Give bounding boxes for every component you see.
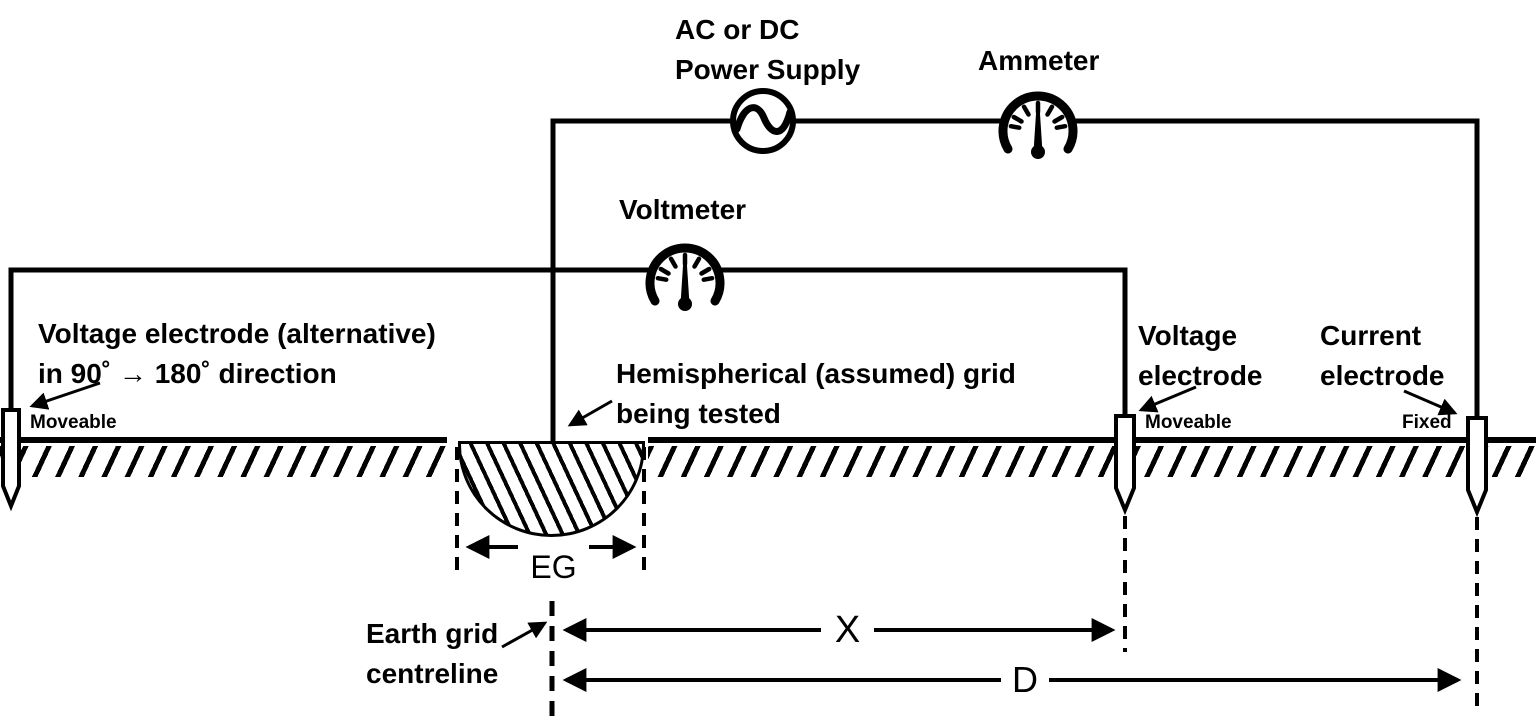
voltage-electrode-rod (1114, 414, 1136, 516)
ground-surface-line (0, 437, 1536, 443)
voltage-electrode-moveable-tag: Moveable (1145, 412, 1232, 433)
alt-electrode-pointer-arrow (29, 381, 101, 410)
x-dimension-label: X (821, 601, 874, 659)
voltage-electrode-label: Voltage electrode (1138, 320, 1263, 391)
current-electrode-fixed-tag: Fixed (1402, 412, 1452, 433)
ammeter-label: Ammeter (978, 45, 1100, 76)
voltage-electrode-pointer-arrow (1138, 385, 1197, 413)
voltmeter-label: Voltmeter (619, 194, 747, 225)
ac-source-icon (730, 88, 796, 154)
alt-electrode-moveable-tag: Moveable (30, 412, 117, 433)
power-supply-label: AC or DC Power Supply (675, 14, 861, 85)
earth-grid-centreline-label: Earth grid centreline (366, 618, 499, 689)
current-electrode-pointer-arrow (1403, 389, 1458, 416)
alt-voltage-electrode-label: Voltage electrode (alternative) in 90˚ →… (38, 318, 436, 389)
current-electrode-label: Current electrode (1320, 320, 1445, 391)
hemispherical-grid-label: Hemispherical (assumed) grid being teste… (616, 358, 1016, 429)
voltmeter-gauge-icon (650, 248, 720, 311)
eg-dimension-label: EG (518, 539, 589, 596)
soil-hatching (0, 446, 1536, 477)
ammeter-gauge-icon (1003, 96, 1073, 159)
current-electrode-rod (1466, 416, 1488, 518)
grid-pointer-arrow (567, 399, 613, 427)
voltmeter-circuit-wire (8, 267, 1128, 416)
centreline-pointer-arrow (501, 621, 548, 649)
alt-voltage-electrode-rod (0, 408, 21, 512)
d-dimension-label: D (1001, 652, 1049, 708)
